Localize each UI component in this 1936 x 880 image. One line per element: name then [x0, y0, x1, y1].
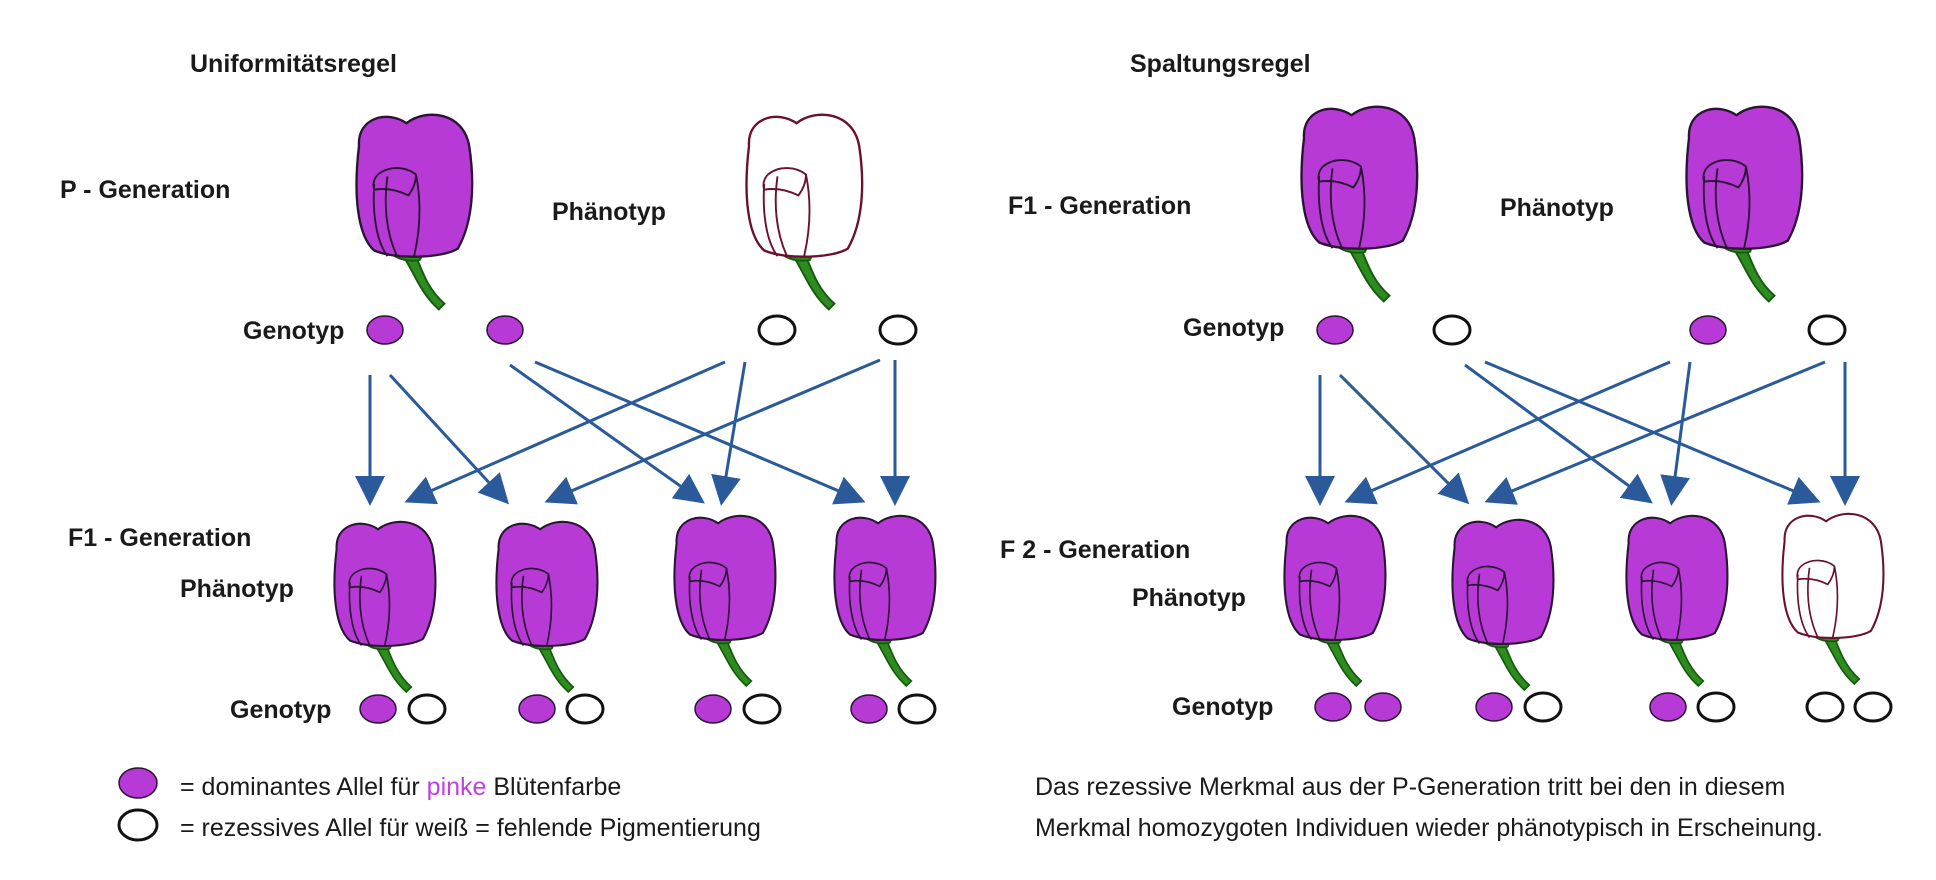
right-offspring-1-allele-2 — [1364, 692, 1402, 722]
flowers-layer — [333, 105, 1885, 694]
right-offspring-2-allele-1 — [1475, 692, 1513, 722]
right-parent-flower-2 — [1685, 105, 1804, 303]
legend-dominant-suffix: Blütenfarbe — [486, 773, 621, 801]
left-parent-2-allele-1 — [757, 314, 797, 346]
left-offspring-2-allele-1 — [518, 694, 556, 724]
right-cross-arrow-3 — [1464, 363, 1653, 504]
alleles-layer — [359, 314, 1893, 725]
right-offspring-4-allele-1 — [1805, 691, 1845, 723]
right-parent-2-allele-2 — [1807, 314, 1847, 346]
left-offspring-2-allele-2 — [565, 693, 605, 725]
right-parent-1-allele-2 — [1432, 314, 1472, 346]
right-parent-2-allele-1 — [1689, 315, 1727, 345]
left-offspring-3-allele-1 — [694, 694, 732, 724]
right-parent-genotype-label: Genotyp — [1183, 314, 1284, 342]
left-cross-arrow-6 — [711, 361, 747, 506]
right-offspring-3-allele-2 — [1696, 691, 1736, 723]
left-offspring-flower-2 — [495, 520, 599, 694]
right-offspring-generation-label: F 2 - Generation — [1000, 536, 1190, 564]
right-cross-arrow-2 — [1338, 373, 1470, 505]
legend-dominant-text: = dominantes Allel für pinke Blütenfarbe — [180, 773, 621, 801]
left-offspring-4-allele-1 — [850, 694, 888, 724]
right-offspring-flower-3 — [1625, 514, 1729, 688]
left-parent-1-allele-1 — [366, 315, 404, 345]
left-parent-2-allele-2 — [878, 314, 918, 346]
left-parent-generation-label: P - Generation — [60, 176, 230, 204]
left-offspring-1-allele-1 — [359, 694, 397, 724]
right-parent-flower-1 — [1300, 105, 1419, 303]
left-offspring-flower-1 — [333, 520, 437, 694]
left-cross-arrow-4 — [534, 360, 866, 505]
right-offspring-flower-2 — [1451, 518, 1555, 692]
left-offspring-1-allele-2 — [407, 693, 447, 725]
right-parent-generation-label: F1 - Generation — [1008, 192, 1191, 220]
left-cross-arrow-5 — [404, 360, 726, 505]
left-parent-phenotype-label: Phänotyp — [552, 198, 666, 226]
right-cross-arrow-7 — [1484, 360, 1826, 505]
left-cross-arrow-7 — [544, 358, 881, 505]
left-title: Uniformitätsregel — [190, 50, 397, 78]
legend: = dominantes Allel für pinke Blütenfarbe… — [117, 767, 761, 842]
left-parent-flower-1 — [355, 113, 474, 311]
left-cross-arrow-3 — [509, 363, 705, 504]
right-offspring-4-allele-2 — [1853, 691, 1893, 723]
right-offspring-flower-1 — [1283, 514, 1387, 688]
right-title: Spaltungsregel — [1130, 50, 1311, 78]
left-offspring-generation-label: F1 - Generation — [68, 524, 251, 552]
legend-dominant-allele-icon — [118, 767, 158, 799]
arrows-layer — [355, 358, 1860, 506]
legend-recessive-text: = rezessives Allel für weiß = fehlende P… — [180, 814, 761, 842]
left-offspring-3-allele-2 — [742, 693, 782, 725]
explanation-line-1: Das rezessive Merkmal aus der P-Generati… — [1035, 773, 1785, 801]
legend-pinke-highlight: pinke — [427, 773, 487, 801]
right-cross-arrow-4 — [1484, 360, 1821, 505]
left-offspring-4-allele-2 — [897, 693, 937, 725]
left-cross-arrow-2 — [388, 373, 510, 505]
right-parent-phenotype-label: Phänotyp — [1500, 194, 1614, 222]
left-offspring-genotype-label: Genotyp — [230, 696, 331, 724]
right-offspring-3-allele-1 — [1649, 692, 1687, 722]
left-offspring-phenotype-label: Phänotyp — [180, 575, 294, 603]
right-offspring-flower-4 — [1781, 512, 1885, 686]
left-parent-1-allele-2 — [486, 315, 524, 345]
explanation-line-2: Merkmal homozygoten Individuen wieder ph… — [1035, 814, 1823, 842]
legend-recessive-allele-icon — [117, 808, 159, 842]
left-offspring-flower-4 — [833, 514, 937, 688]
right-parent-1-allele-1 — [1316, 315, 1354, 345]
right-offspring-2-allele-2 — [1523, 691, 1563, 723]
legend-dominant-prefix: = dominantes Allel für — [180, 773, 427, 801]
right-cross-arrow-6 — [1660, 361, 1692, 506]
right-offspring-genotype-label: Genotyp — [1172, 693, 1273, 721]
right-offspring-1-allele-1 — [1314, 692, 1352, 722]
right-cross-arrow-5 — [1344, 360, 1671, 505]
left-parent-flower-2 — [745, 113, 864, 311]
left-offspring-flower-3 — [673, 514, 777, 688]
right-offspring-phenotype-label: Phänotyp — [1132, 584, 1246, 612]
left-parent-genotype-label: Genotyp — [243, 317, 344, 345]
explanation: Das rezessive Merkmal aus der P-Generati… — [1035, 773, 1823, 842]
